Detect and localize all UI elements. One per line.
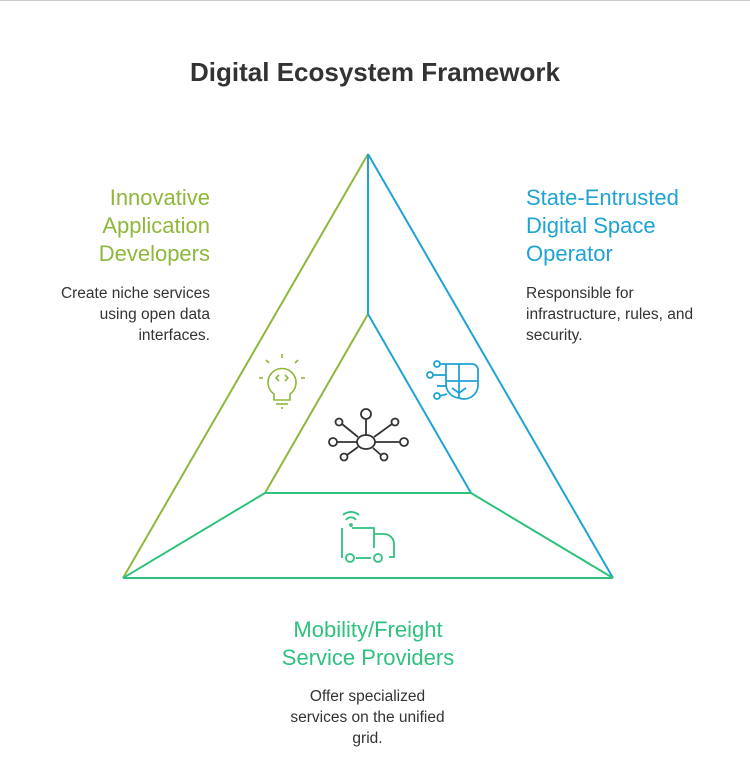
left-segment [122, 153, 369, 579]
left-description: Create niche services using open data in… [60, 285, 210, 344]
left-heading: Innovative Application Developers [98, 185, 210, 266]
right-segment [367, 153, 614, 579]
bottom-description: Offer specialized services on the unifie… [290, 688, 445, 747]
network-hub-icon [328, 408, 409, 462]
shield-circuit-icon [426, 360, 479, 400]
right-heading: State-Entrusted Digital Space Operator [526, 185, 679, 266]
lightbulb-code-icon [259, 354, 305, 409]
connected-truck-icon [341, 511, 395, 563]
bottom-segment [122, 492, 614, 579]
page-title: Digital Ecosystem Framework [190, 57, 560, 87]
bottom-heading: Mobility/Freight Service Providers [281, 617, 455, 670]
right-description: Responsible for infrastructure, rules, a… [526, 285, 694, 344]
